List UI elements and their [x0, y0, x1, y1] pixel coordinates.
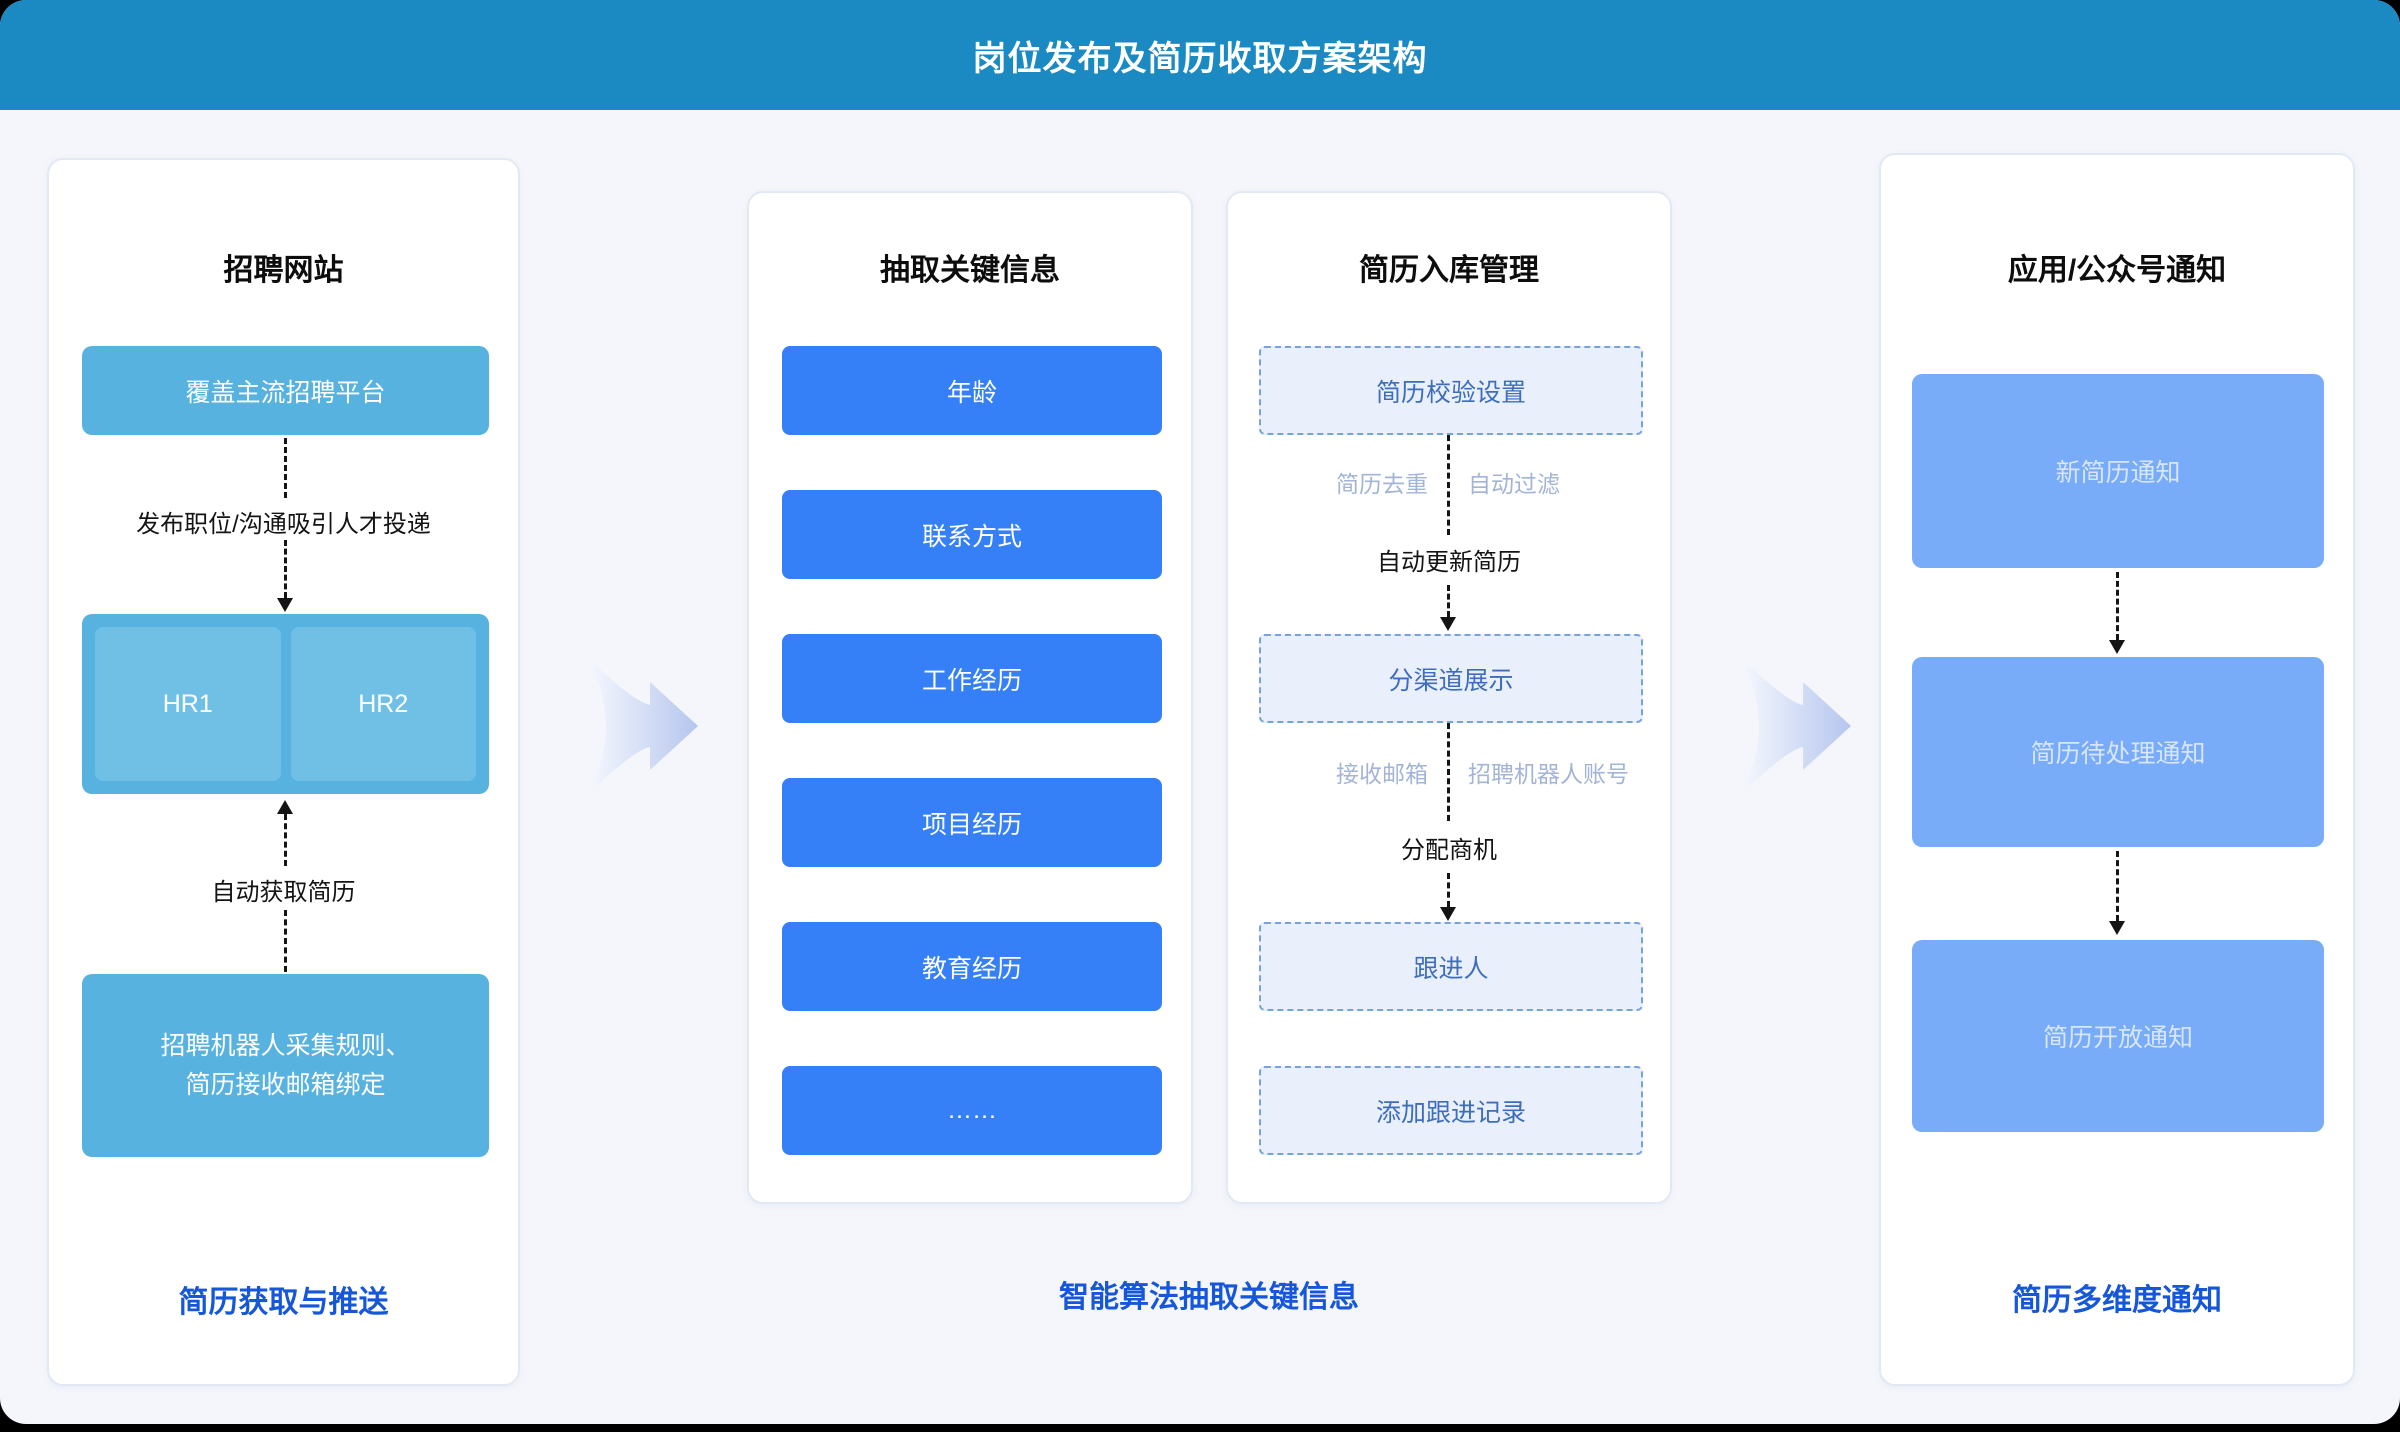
follow-record-box: 添加跟进记录: [1259, 1066, 1643, 1155]
platform-box: 覆盖主流招聘平台: [82, 346, 489, 435]
dashed-connector: [1447, 435, 1450, 535]
publish-label: 发布职位/沟通吸引人才投递: [136, 511, 431, 538]
dashed-connector: [284, 910, 287, 972]
card-recruitment: 招聘网站 覆盖主流招聘平台 发布职位/沟通吸引人才投递 HR1 HR2 自动获取…: [47, 158, 520, 1386]
card-extraction: 抽取关键信息 年龄 联系方式 工作经历 项目经历 教育经历 ……: [747, 191, 1193, 1204]
hr1-box: HR1: [95, 627, 281, 781]
card-extraction-header: 抽取关键信息: [880, 254, 1060, 287]
dedupe-label: 简历去重: [1336, 471, 1428, 497]
dashed-connector: [2116, 572, 2119, 640]
validation-side-labels: 简历去重 自动过滤: [1228, 465, 1670, 501]
mailbox-label: 接收邮箱: [1336, 761, 1428, 787]
dashed-connector: [284, 540, 287, 598]
follower-box: 跟进人: [1259, 922, 1643, 1011]
extraction-box-contact: 联系方式: [782, 490, 1162, 579]
arrowhead-down-icon: [1440, 617, 1456, 631]
channel-box: 分渠道展示: [1259, 634, 1643, 723]
dashed-connector: [1447, 873, 1450, 907]
extraction-box-education: 教育经历: [782, 922, 1162, 1011]
auto-update-label: 自动更新简历: [1377, 549, 1521, 576]
channel-side-labels: 接收邮箱 招聘机器人账号: [1228, 755, 1670, 791]
notify-box-open: 简历开放通知: [1912, 940, 2324, 1132]
card-recruitment-header: 招聘网站: [223, 254, 344, 287]
notify-box-new-resume: 新简历通知: [1912, 374, 2324, 568]
dashed-connector: [1447, 723, 1450, 821]
dashed-connector: [284, 438, 287, 498]
extraction-box-more: ……: [782, 1066, 1162, 1155]
arrowhead-down-icon: [2109, 921, 2125, 935]
card-storage: 简历入库管理 简历校验设置 简历去重 自动过滤 自动更新简历 分渠道展示 接收邮…: [1226, 191, 1672, 1204]
hr-group-box: HR1 HR2: [82, 614, 489, 794]
robot-box-line1: 招聘机器人采集规则、: [160, 1031, 411, 1060]
dashed-connector: [2116, 851, 2119, 921]
auto-fetch-label: 自动获取简历: [211, 879, 356, 906]
flow-arrow-icon: [585, 655, 698, 797]
card-storage-header: 简历入库管理: [1359, 254, 1539, 287]
arrowhead-down-icon: [277, 598, 293, 612]
dashed-connector: [284, 814, 287, 866]
arrowhead-down-icon: [2109, 640, 2125, 654]
card-notification-header: 应用/公众号通知: [2007, 254, 2227, 287]
filter-label: 自动过滤: [1468, 471, 1560, 497]
assign-label: 分配商机: [1401, 837, 1497, 864]
page-title: 岗位发布及简历收取方案架构: [972, 39, 1428, 78]
flow-arrow-icon: [1738, 655, 1851, 797]
robot-account-label: 招聘机器人账号: [1468, 761, 1629, 787]
notification-footer: 简历多维度通知: [2012, 1284, 2222, 1317]
extraction-box-project: 项目经历: [782, 778, 1162, 867]
recruitment-footer: 简历获取与推送: [178, 1286, 389, 1319]
arrowhead-down-icon: [1440, 907, 1456, 921]
hr2-box: HR2: [290, 627, 476, 781]
robot-box-line2: 简历接收邮箱绑定: [185, 1070, 386, 1099]
extraction-footer: 智能算法抽取关键信息: [1059, 1281, 1359, 1314]
robot-box: 招聘机器人采集规则、 简历接收邮箱绑定: [82, 974, 489, 1157]
extraction-box-work: 工作经历: [782, 634, 1162, 723]
title-bar: 岗位发布及简历收取方案架构: [0, 0, 2400, 110]
notify-box-pending: 简历待处理通知: [1912, 657, 2324, 847]
validation-box: 简历校验设置: [1259, 346, 1643, 435]
arrowhead-up-icon: [277, 800, 293, 814]
card-notification: 应用/公众号通知 新简历通知 简历待处理通知 简历开放通知 简历多维度通知: [1879, 153, 2355, 1386]
dashed-connector: [1447, 585, 1450, 617]
extraction-box-age: 年龄: [782, 346, 1162, 435]
